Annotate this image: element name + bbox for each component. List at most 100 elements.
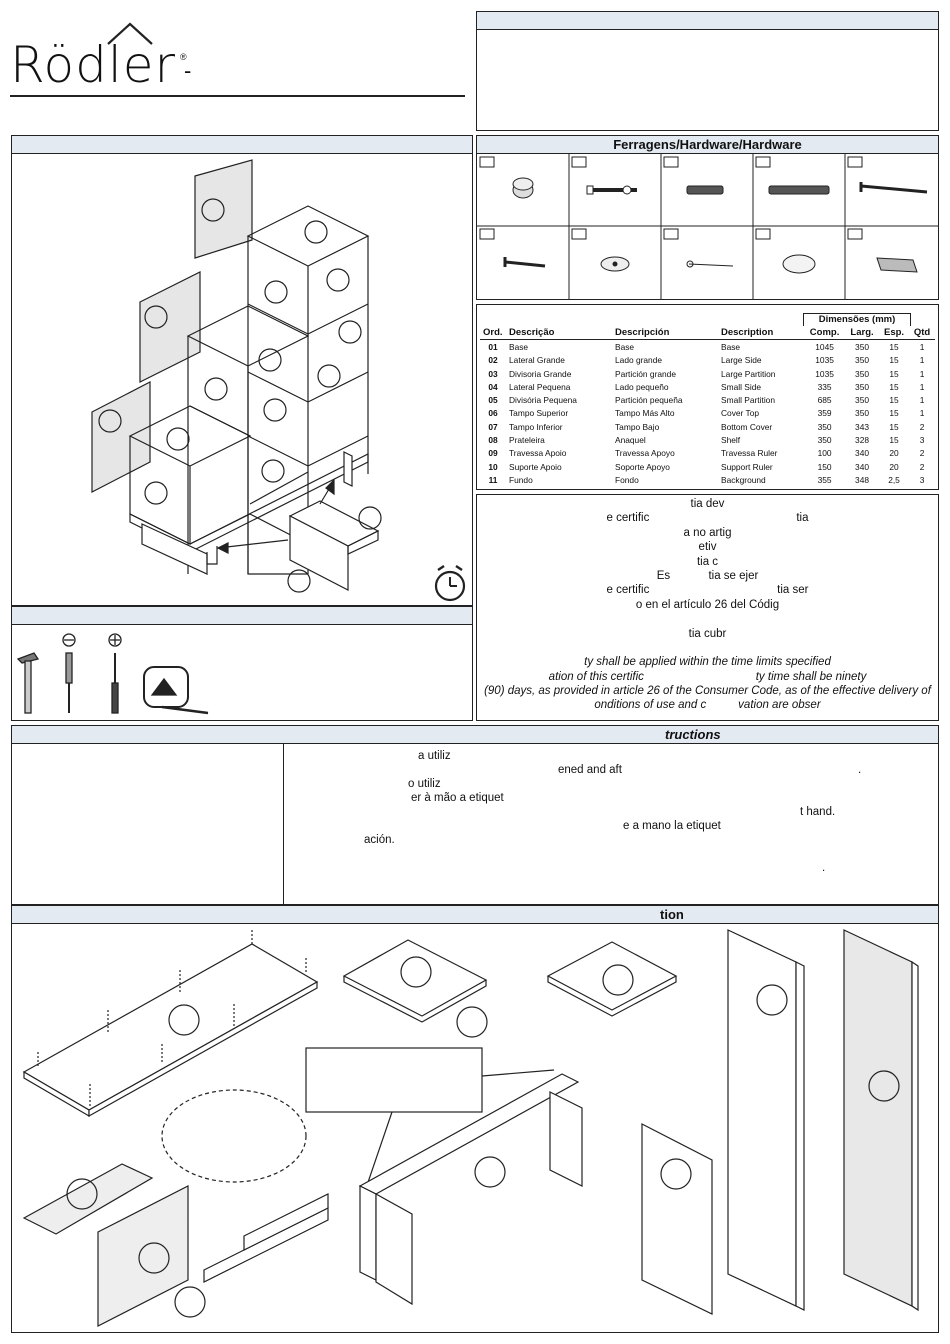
hammer-icon (16, 652, 40, 714)
table-cell: 1045 (815, 341, 834, 352)
table-cell: 1 (919, 408, 925, 419)
assembly-header: tion (11, 905, 939, 924)
flat-screwdriver-icon (62, 633, 76, 713)
table-cell: Divisoria Grande (509, 368, 572, 379)
table-cell: Base (721, 341, 741, 352)
table-cell: 09 (488, 448, 498, 459)
table-cell: 335 (817, 381, 832, 392)
hardware-grid (476, 153, 939, 300)
instr-line-9: . (822, 862, 826, 874)
table-cell: Base (615, 341, 635, 352)
parts-table-panel: Dimensões (mm) Ord. Descrição Descripció… (476, 304, 939, 490)
col-qtd: Qtd (909, 326, 935, 341)
instr-line-4: o utiliz (408, 778, 441, 790)
table-cell: 328 (855, 435, 870, 446)
table-cell: 350 (855, 355, 870, 366)
table-cell: Large Partition (721, 368, 776, 379)
instr-line-7: e a mano la etiquet (623, 820, 721, 832)
table-cell: 350 (855, 395, 870, 406)
assembly-drawing (22, 929, 919, 1327)
table-cell: 15 (889, 395, 899, 406)
logo-roof-icon (107, 22, 153, 45)
instr-line-3: . (858, 764, 862, 776)
table-cell: 340 (855, 461, 870, 472)
table-cell: 340 (855, 448, 870, 459)
info-header-bar (476, 11, 939, 30)
table-cell: 10 (488, 461, 498, 472)
parts-table-header-row: Ord. Descrição Descripción Description C… (480, 326, 935, 341)
instr-line-6: t hand. (800, 806, 836, 818)
table-cell: Divisória Pequena (509, 395, 577, 406)
instructions-panel: a utiliz ened and aft . o utiliz er à mã… (11, 743, 939, 905)
warranty-line: tia c (696, 555, 719, 568)
warranty-line: (90) days, as provided in article 26 of … (484, 685, 931, 698)
table-row: 10 Suporte Apoio Soporte Apoyo Support Rule… (480, 460, 935, 473)
table-cell: Fundo (509, 474, 533, 485)
table-cell: Tampo Inferior (509, 421, 563, 432)
table-cell: Support Ruler (721, 461, 773, 472)
table-cell: Lateral Pequena (509, 381, 571, 392)
table-cell: 685 (817, 395, 832, 406)
table-cell: 2,5 (888, 474, 900, 485)
col-descricao: Descrição (506, 326, 612, 341)
table-cell: Small Side (721, 381, 762, 392)
table-cell: Soporte Apoyo (615, 461, 670, 472)
warranty-line: e certific tia ser (606, 584, 809, 597)
table-cell: Partición pequeña (615, 395, 683, 406)
table-cell: Prateleira (509, 435, 545, 446)
instructions-divider (283, 744, 284, 904)
long-screw-icon (859, 182, 928, 194)
table-cell: 3 (919, 474, 925, 485)
table-cell: 359 (817, 408, 832, 419)
table-cell: 1035 (815, 368, 834, 379)
table-cell: 05 (488, 395, 498, 406)
table-cell: Anaquel (615, 435, 646, 446)
exploded-view-panel (11, 153, 473, 606)
screw-markers (37, 930, 307, 1106)
table-cell: 07 (488, 421, 498, 432)
header-rule (10, 95, 465, 97)
table-cell: Background (721, 474, 766, 485)
warranty-line: e certific tia (606, 512, 809, 525)
hardware-label-tags (479, 156, 863, 240)
table-cell: 15 (889, 408, 899, 419)
table-cell: 350 (855, 408, 870, 419)
table-cell: Shelf (721, 435, 741, 446)
table-cell: 20 (889, 461, 899, 472)
table-cell: Cover Top (721, 408, 760, 419)
table-cell: 1 (919, 355, 925, 366)
instr-line-2: ened and aft (558, 764, 622, 776)
hardware-header: Ferragens/Hardware/Hardware (476, 135, 939, 154)
warranty-line (477, 612, 938, 626)
table-cell: 03 (488, 368, 498, 379)
parts-table: Ord. Descrição Descripción Description C… (480, 326, 935, 487)
table-cell: Travessa Apoio (509, 448, 567, 459)
table-cell: 1 (919, 395, 925, 406)
table-cell: 20 (889, 448, 899, 459)
warranty-line: onditions of use and c vation are obser (594, 699, 821, 712)
warranty-line: tia dev (690, 498, 725, 510)
table-cell: 2 (919, 421, 925, 432)
table-row: 03 Divisoria Grande Partición grande Large … (480, 367, 935, 380)
round-foot-icon (600, 256, 630, 272)
warranty-line: ation of this certific ty time shall be … (548, 670, 867, 683)
instructions-header: tructions (11, 725, 939, 744)
col-ord: Ord. (480, 326, 506, 341)
table-cell: Partición grande (615, 368, 676, 379)
table-cell: 350 (817, 421, 832, 432)
table-cell: 15 (889, 368, 899, 379)
table-cell: 15 (889, 421, 899, 432)
col-larg: Larg. (845, 326, 879, 341)
brand-name: Rödler (10, 36, 177, 94)
tools-header (11, 606, 473, 625)
table-cell: Base (509, 341, 529, 352)
table-cell: Suporte Apoio (509, 461, 562, 472)
